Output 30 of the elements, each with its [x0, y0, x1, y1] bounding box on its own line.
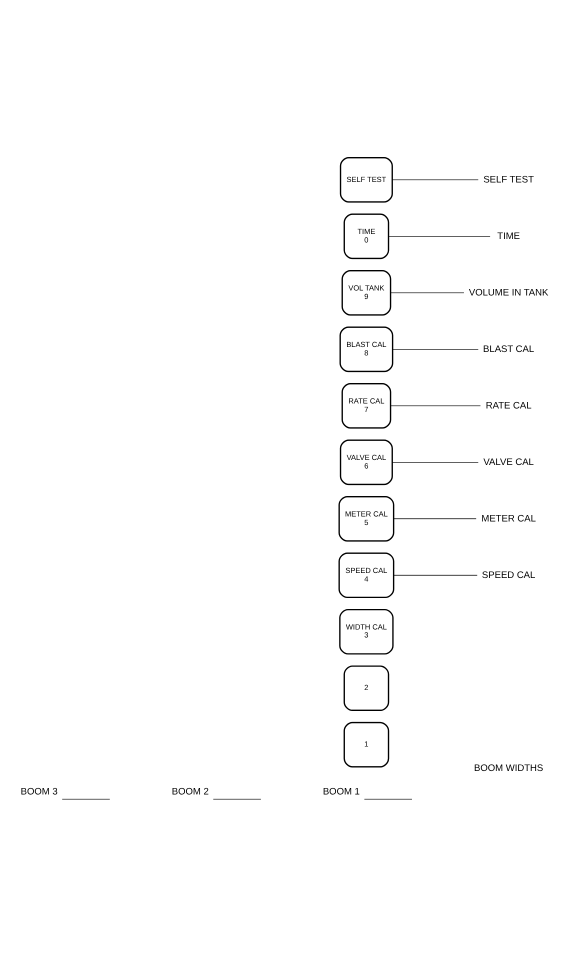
node-text: SPEED CAL: [482, 570, 536, 581]
label: BOOM WIDTHS: [474, 763, 544, 774]
connector: [392, 462, 479, 463]
connector: [392, 348, 479, 350]
node-text: TIME: [497, 230, 520, 242]
connector: [390, 405, 481, 406]
node-box: WIDTH CAL 3: [339, 608, 394, 655]
connector: [393, 574, 478, 576]
connector: [388, 236, 490, 237]
node-box: TIME 0: [344, 214, 390, 260]
node-text: VOLUME IN TANK: [468, 287, 548, 298]
node-text: RATE CAL: [486, 400, 532, 412]
connector: [390, 292, 464, 294]
node-text: VALVE CAL: [483, 456, 534, 468]
node-text: METER CAL: [481, 513, 536, 524]
connector: [393, 518, 476, 520]
node-box: 1: [344, 722, 390, 768]
node-box: BLAST CAL 8: [340, 326, 394, 372]
node-box: 2: [344, 665, 390, 712]
node-box: METER CAL 5: [338, 496, 394, 542]
node-text: BLAST CAL: [483, 344, 534, 355]
node-box: VALVE CAL 6: [340, 439, 393, 486]
label: BOOM 3: [20, 786, 58, 798]
label: BOOM 1: [322, 786, 360, 798]
label: BOOM 2: [172, 786, 209, 798]
node-box: RATE CAL 7: [342, 383, 392, 429]
node-box: SELF TEST: [340, 157, 393, 203]
node-box: VOL TANK 9: [342, 270, 392, 316]
node-box: SPEED CAL 4: [338, 552, 394, 598]
node-text: SELF TEST: [483, 174, 534, 186]
